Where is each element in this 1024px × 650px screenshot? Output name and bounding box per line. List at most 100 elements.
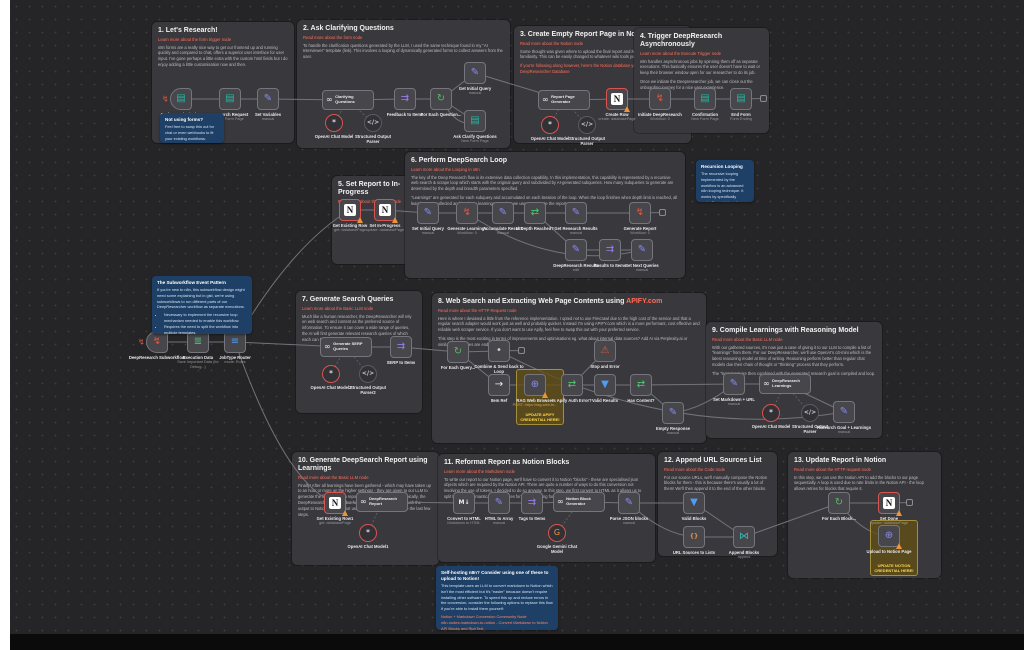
node-box: ∞Generate SERP Queries [320, 337, 372, 357]
node-parser_d[interactable]: </>Structured Output Parser [792, 404, 828, 434]
doc-link[interactable]: Learn more about the form trigger node [158, 36, 232, 42]
node-label: OpenAI Chat Model1 [347, 543, 389, 549]
node-openai_model_a[interactable]: *OpenAI Chat Model [315, 114, 353, 139]
node-openai_model_d[interactable]: *OpenAI Chat Model [752, 404, 790, 429]
doc-link[interactable]: Learn more about the Execute Trigger nod… [640, 50, 722, 56]
node-feedback_to_items[interactable]: ⇉Feedback to Items [387, 88, 423, 117]
node-has_content[interactable]: ⇄Has Content? [627, 374, 655, 403]
doc-link[interactable]: Read more about the HTTP request node [794, 466, 871, 472]
node-label: DeepResearch Learnings [772, 378, 800, 388]
sticky-note-self-hosting[interactable]: Self-hosting n8n? Consider using one of … [436, 566, 558, 630]
doc-link[interactable]: Learn more about the Markdown node [444, 468, 515, 474]
node-valid_blocks[interactable]: ▼Valid Blocks [682, 492, 706, 521]
node-item_ref[interactable]: →Item Ref [488, 374, 510, 403]
node-deepresearch_learnings[interactable]: ∞DeepResearch Learnings [759, 374, 811, 394]
doc-link[interactable]: Read more about the Basic LLM node [298, 474, 369, 480]
pen-icon: ✎ [571, 244, 581, 255]
node-results_to_items[interactable]: ⇉Results to Items [594, 239, 626, 268]
node-stop_and_error[interactable]: ⚠Stop and Error [590, 340, 620, 369]
node-url_sources_to_lists[interactable]: {}URL Sources to Lists [673, 526, 715, 555]
doc-link[interactable]: Read more about the HTTP Request node [438, 307, 517, 313]
node-is_apify_auth_error[interactable]: ⇄Is Apify Auth Error? [552, 374, 592, 403]
node-label: Stop and Error [590, 363, 620, 369]
node-label: Set Next Queries [625, 262, 659, 268]
chain-icon: ∞ [326, 95, 333, 104]
node-dr_subworkflow[interactable]: ↯↯DeepResearch Subworkflow [129, 331, 185, 360]
doc-link[interactable]: Learn more about the Looping in n8n [411, 166, 480, 172]
node-form_trigger[interactable]: ▤↯On form submission [161, 88, 201, 117]
node-report_page_generator[interactable]: ∞Report Page Generator [538, 90, 590, 110]
node-for_each_block[interactable]: ↻For Each Block... [822, 492, 856, 521]
workflow-canvas[interactable]: 1. Let's Research!Learn more about the f… [10, 0, 1024, 634]
node-for_each_query[interactable]: ↻For Each Query... [441, 341, 475, 370]
subwf-icon: ↯ [635, 207, 645, 218]
doc-link[interactable]: Read more about the form node [303, 34, 363, 40]
node-valid_results[interactable]: ▼Valid Results [592, 374, 618, 403]
doc-link[interactable]: Read more about the Notion node [338, 198, 402, 204]
note-link[interactable]: Notion + Markdown Conversion Community N… [441, 613, 527, 619]
node-label: Generate SERP Queries [333, 341, 363, 351]
doc-link[interactable]: Read more about the Code node [664, 466, 725, 472]
node-combine_send_back[interactable]: •Combine & Send back to Loop [474, 340, 524, 374]
doc-link[interactable]: If you're following along however, here'… [520, 62, 680, 74]
node-upload_to_notion_page[interactable]: ⊕Upload to Notion Page [867, 525, 911, 554]
node-clarifying_questions[interactable]: ∞Clarifying Questions [322, 90, 374, 110]
node-label: Tags to Items [518, 515, 546, 521]
node-openai_model_c[interactable]: *OpenAI Chat Model2 [311, 365, 351, 390]
node-parser_c[interactable]: </>Structured Output Parser2 [350, 365, 386, 395]
node-sublabel: manual [666, 430, 680, 435]
node-openai_model_b[interactable]: *OpenAI Chat Model [531, 116, 569, 141]
doc-link[interactable]: Read more about the Notion node [520, 40, 584, 46]
sticky-note-not-using-forms[interactable]: Not using forms?Feel free to swap this o… [160, 113, 224, 143]
pen-icon: ✎ [423, 207, 433, 218]
node-is_depth_reached[interactable]: ⇄Is Depth Reached? [516, 202, 554, 231]
note-link[interactable]: n8n-nodes-markdown-to-notion - Convert M… [441, 619, 548, 630]
node-openai_model_e[interactable]: *OpenAI Chat Model1 [348, 524, 388, 549]
doc-link[interactable]: Read more about the Basic LLM node [712, 336, 783, 342]
node-deepresearch_report[interactable]: ∞DeepResearch Report [356, 492, 408, 512]
node-tags_to_items[interactable]: ⇉Tags to Items [519, 492, 545, 521]
subwf-icon: ↯ [462, 207, 472, 218]
node-generate_serp_queries[interactable]: ∞Generate SERP Queries [320, 337, 372, 357]
section-title-text: 9. Compile Learnings with Reasoning Mode… [712, 327, 859, 334]
parser-icon: </> [803, 409, 817, 416]
node-notion_block_generator[interactable]: ∞Notion Block Generator [553, 492, 605, 512]
doc-link[interactable]: Learn more about the Basic LLM node [302, 305, 374, 311]
node-serp_to_items[interactable]: ⇉SERP to Items [387, 336, 415, 365]
